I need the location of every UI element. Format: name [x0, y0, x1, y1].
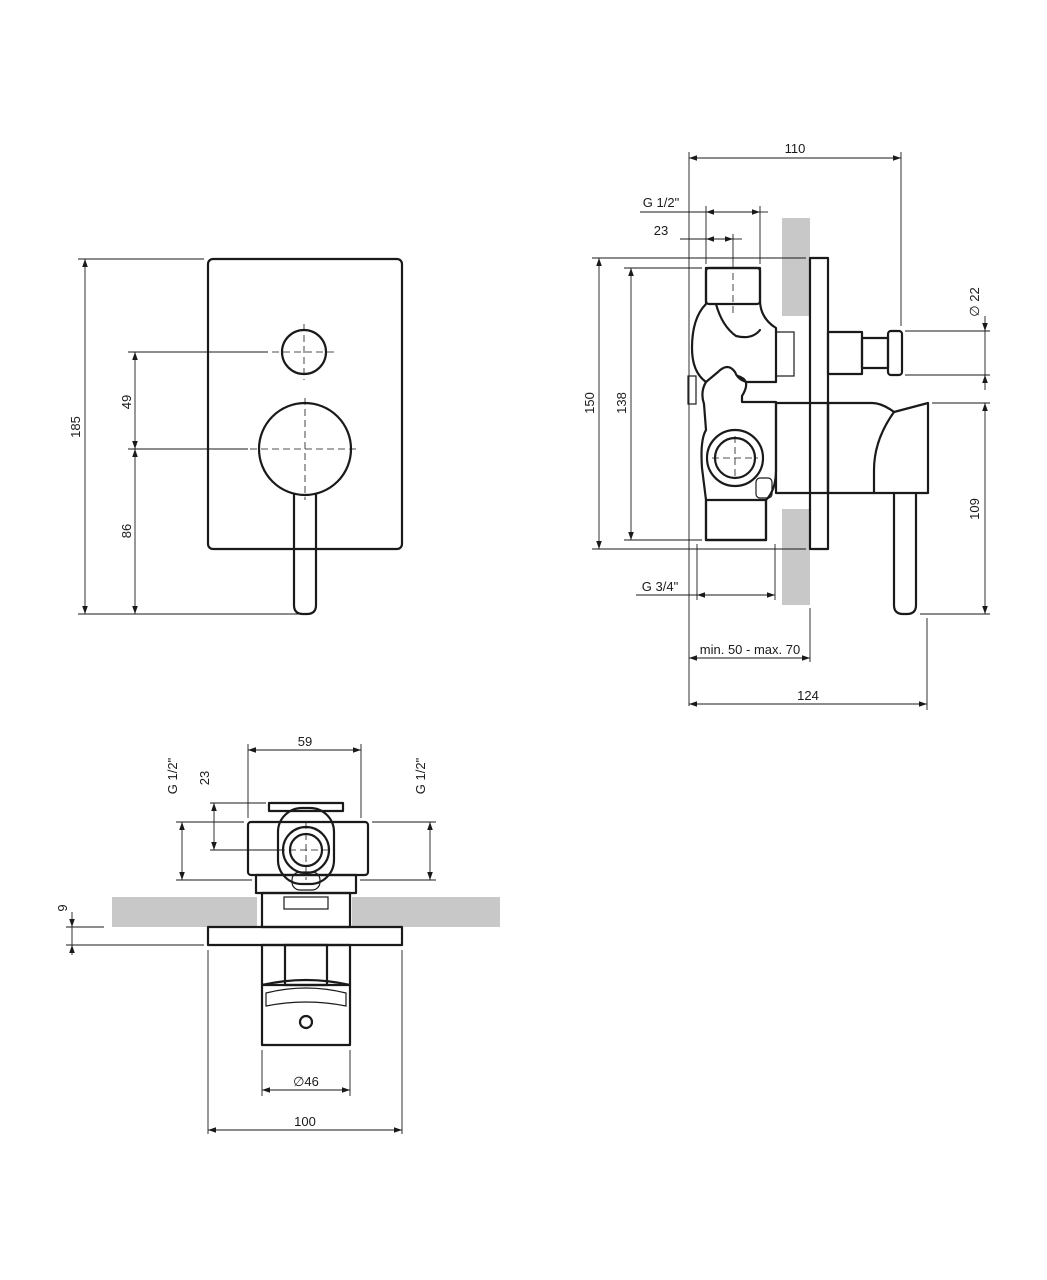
dim-138: 138 [614, 392, 629, 414]
dim-100: 100 [294, 1114, 316, 1129]
side-lever [892, 491, 918, 616]
top-valve-body [246, 820, 370, 877]
dim-59: 59 [298, 734, 312, 749]
wall-upper [782, 218, 810, 316]
dim-86: 86 [119, 524, 134, 538]
wall-lower [782, 509, 810, 605]
wall-right [352, 897, 500, 927]
dim-g34-outlet: G 3/4" [642, 579, 679, 594]
dim-124: 124 [797, 688, 819, 703]
dim-d46: ∅46 [293, 1074, 319, 1089]
dim-110: 110 [785, 141, 806, 156]
dim-23-inlet: 23 [654, 223, 668, 238]
dim-g12-left: G 1/2" [165, 757, 180, 794]
dim-185: 185 [68, 416, 83, 438]
dim-d22: ∅ 22 [967, 287, 982, 316]
dim-23-top: 23 [197, 771, 212, 785]
lever-handle [292, 492, 318, 616]
side-view: 110 G 1/2" 23 150 138 ∅ 22 109 G 3/4" mi… [582, 141, 990, 710]
dim-9: 9 [55, 904, 70, 911]
front-view: 185 49 86 [68, 257, 404, 616]
dim-150: 150 [582, 392, 597, 414]
wall-left [112, 897, 257, 927]
dim-109: 109 [967, 498, 982, 520]
top-view: 59 G 1/2" 23 G 1/2" 9 ∅46 100 [55, 734, 500, 1134]
dim-g12-right: G 1/2" [413, 757, 428, 794]
dim-wall-depth: min. 50 - max. 70 [700, 642, 800, 657]
dim-g12-inlet: G 1/2" [643, 195, 680, 210]
dim-49: 49 [119, 395, 134, 409]
side-lever-hub [826, 401, 930, 495]
top-cover-plate [206, 925, 404, 947]
cover-plate [206, 257, 404, 551]
